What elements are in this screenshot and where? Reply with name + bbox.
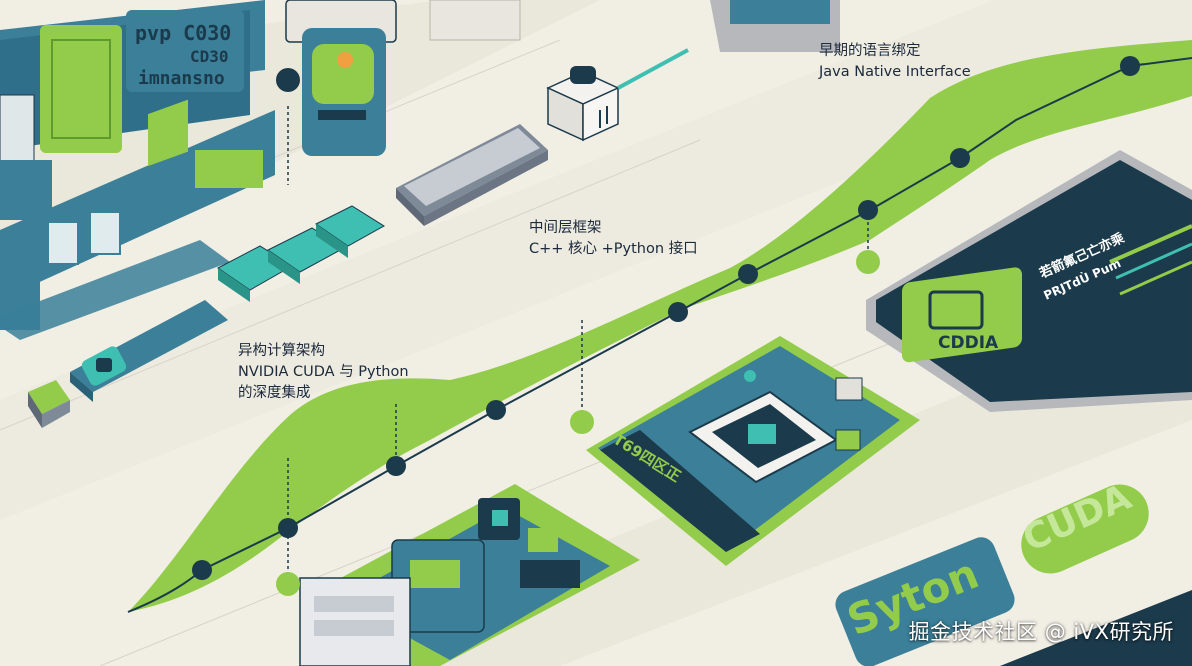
monitor-glyphs-3: imnansno <box>138 68 225 89</box>
timeline-node <box>386 456 406 476</box>
robot-cabinet <box>285 0 521 156</box>
timeline-area <box>127 40 1192 613</box>
monitor-board: pvp C030 CD30 imnansno <box>0 0 265 220</box>
teal-modules <box>217 205 385 302</box>
watermark: 掘金技术社区 @ iVX研究所 <box>908 620 1174 644</box>
timeline-node <box>858 200 878 220</box>
chip-badge: CDDIA <box>938 333 999 353</box>
tablet-panel: CDDIA 若箭氟己亡亦乘 PRJTdÙ Pum <box>866 150 1192 412</box>
milestone-dot <box>570 410 594 434</box>
keyboard <box>396 124 548 226</box>
milestone-label-line: 中间层框架 <box>529 220 602 236</box>
monitor-glyphs-2: CD30 <box>190 47 229 66</box>
timeline-node <box>486 400 506 420</box>
milestone-label-line: Java Native Interface <box>819 64 971 80</box>
bottom-pills: CUDA Syton <box>835 477 1192 666</box>
timeline-node <box>668 302 688 322</box>
timeline-node <box>276 68 300 92</box>
top-right-screen <box>710 0 840 52</box>
left-panels <box>0 99 275 340</box>
milestone-label-jni: 早期的语言绑定 Java Native Interface <box>819 41 971 83</box>
timeline-node <box>738 264 758 284</box>
milestone-label-line: 异构计算架构 <box>238 343 325 359</box>
milestone-label-line: 早期的语言绑定 <box>819 43 921 59</box>
processor-card: T69四区正 <box>586 336 920 566</box>
bottom-left-board <box>299 484 640 666</box>
timeline-node <box>278 518 298 538</box>
cube-server <box>546 48 689 142</box>
milestone-dot <box>856 250 880 274</box>
timeline-node <box>1120 56 1140 76</box>
timeline-node <box>950 148 970 168</box>
milestone-label-cuda: 异构计算架构 NVIDIA CUDA 与 Python 的深度集成 <box>238 341 409 404</box>
monitor-glyphs-1: pvp C030 <box>135 21 231 45</box>
timeline-ribbon <box>128 40 1192 612</box>
timeline-node <box>192 560 212 580</box>
milestone-label-middleware: 中间层框架 C++ 核心 +Python 接口 <box>529 218 698 260</box>
milestone-label-line: C++ 核心 +Python 接口 <box>529 241 698 257</box>
usb-device <box>28 300 228 428</box>
milestone-label-line: NVIDIA CUDA 与 Python <box>238 364 409 380</box>
milestone-dot <box>276 572 300 596</box>
milestone-label-line: 的深度集成 <box>238 385 311 401</box>
